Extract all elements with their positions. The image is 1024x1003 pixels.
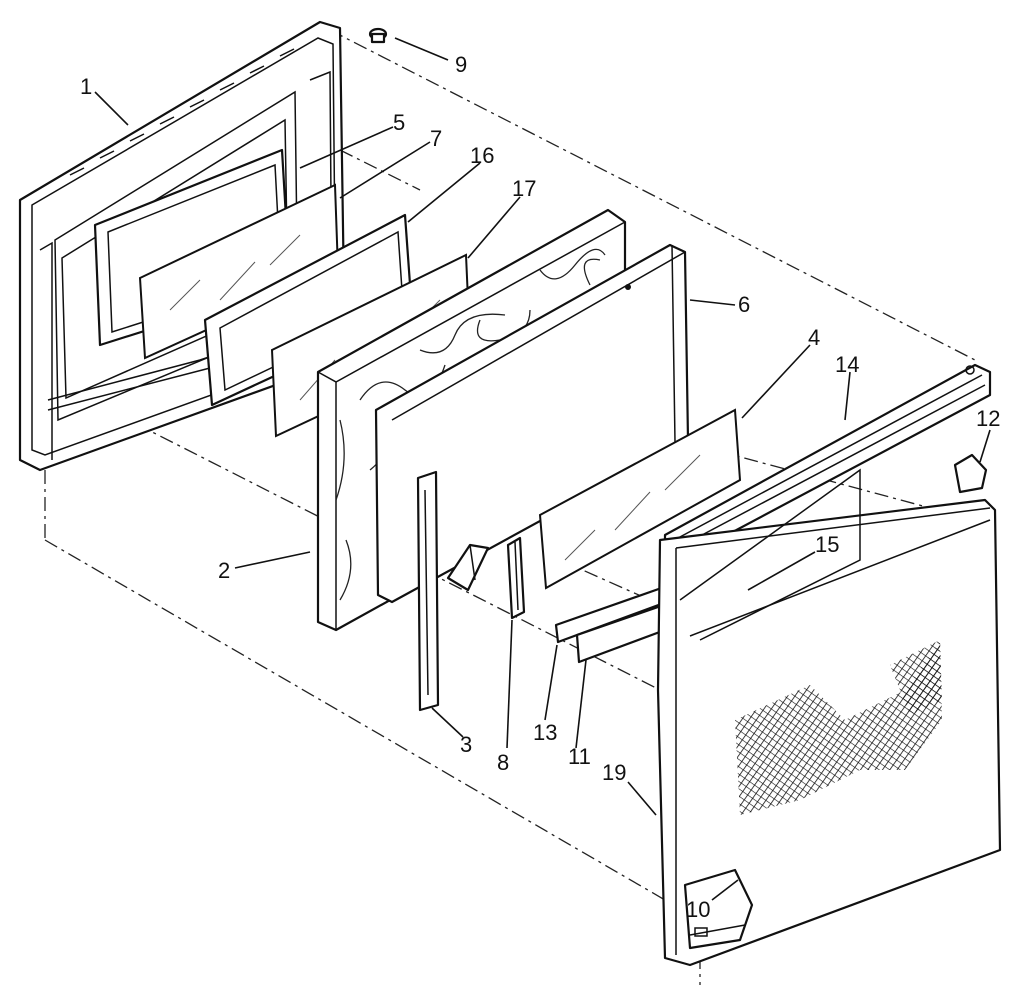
part-4-outer-glass [538, 408, 742, 590]
callout-15: 15 [815, 532, 839, 557]
callout-5: 5 [393, 110, 405, 135]
callout-17: 17 [512, 176, 536, 201]
callout-labels: 1 2 3 4 5 6 7 8 9 10 11 12 13 14 15 16 1… [80, 52, 1000, 922]
callout-7: 7 [430, 126, 442, 151]
part-12-handle-end-bracket [953, 453, 988, 494]
part-19-outer-door-panel [656, 468, 1002, 967]
callout-10: 10 [686, 897, 710, 922]
callout-3: 3 [460, 732, 472, 757]
callout-12: 12 [976, 406, 1000, 431]
frame-vent-slots [69, 48, 295, 176]
callout-8: 8 [497, 750, 509, 775]
callout-4: 4 [808, 325, 820, 350]
leader-lines [94, 37, 991, 901]
callout-9: 9 [455, 52, 467, 77]
callout-2: 2 [218, 558, 230, 583]
part-3-side-trim-strip [416, 470, 440, 712]
callout-6: 6 [738, 292, 750, 317]
callout-19: 19 [602, 760, 626, 785]
part-9-screw [368, 27, 388, 44]
callout-16: 16 [470, 143, 494, 168]
callout-14: 14 [835, 352, 859, 377]
part-8-hinge-bracket [506, 536, 526, 620]
vent-deflector [446, 543, 490, 592]
callout-13: 13 [533, 720, 557, 745]
callout-1: 1 [80, 74, 92, 99]
callout-11: 11 [568, 744, 591, 769]
